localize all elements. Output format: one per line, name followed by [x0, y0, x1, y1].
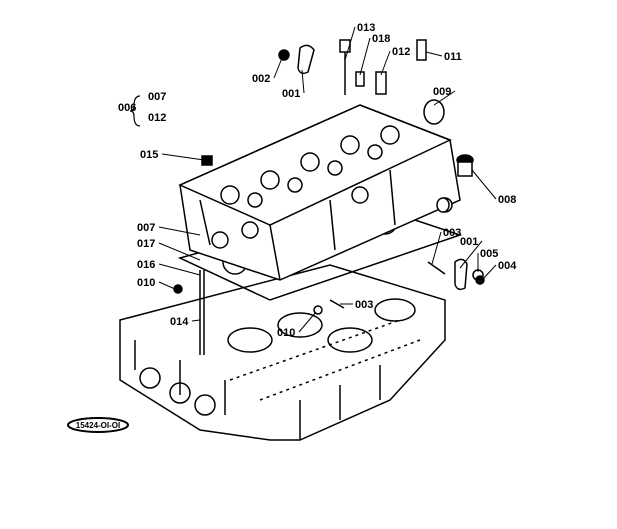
leader-line — [459, 240, 483, 269]
part-label-010: 010 — [137, 277, 155, 289]
leader-line — [481, 264, 497, 281]
part-label-013: 013 — [357, 22, 375, 34]
fastener-parts — [173, 39, 485, 355]
part-label-012: 012 — [392, 46, 410, 58]
reference-code: 15424-OI-OI — [76, 421, 120, 430]
engine-block — [119, 264, 446, 441]
part-label-008: 008 — [498, 194, 516, 206]
part-label-004: 004 — [498, 260, 517, 272]
part-label-011: 011 — [444, 51, 462, 63]
part-label-018: 018 — [372, 33, 390, 45]
leader-line — [158, 263, 201, 276]
part-label-016: 016 — [137, 259, 155, 271]
leader-line — [344, 26, 356, 61]
leader-line — [298, 311, 317, 333]
part-label-009: 009 — [433, 86, 451, 98]
leader-line — [425, 51, 443, 57]
leader-line — [191, 319, 201, 322]
leader-line — [359, 37, 371, 76]
group-brace — [129, 95, 141, 127]
leader-line — [158, 226, 201, 236]
part-label-010: 010 — [277, 327, 295, 339]
leader-line — [471, 169, 497, 200]
part-label-017: 017 — [137, 238, 155, 250]
part-label-014: 014 — [170, 316, 189, 328]
part-label-007: 007 — [137, 222, 155, 234]
part-label-002: 002 — [252, 73, 270, 85]
leader-line — [158, 242, 201, 261]
part-label-015: 015 — [140, 149, 158, 161]
reference-code-badge: 15424-OI-OI — [67, 417, 129, 433]
cylinder-head — [178, 104, 461, 281]
leader-line — [161, 153, 205, 161]
leader-line — [380, 50, 391, 76]
leader-line — [433, 90, 456, 106]
part-label-001: 001 — [282, 88, 300, 100]
part-label-001: 001 — [460, 236, 478, 248]
leader-lines — [158, 26, 497, 333]
part-label-005: 005 — [480, 248, 498, 260]
part-label-007: 007 — [148, 91, 166, 103]
leader-line — [158, 281, 176, 290]
part-label-003: 003 — [355, 299, 373, 311]
part-label-003: 003 — [443, 227, 461, 239]
leader-line — [301, 69, 305, 94]
leader-line — [431, 231, 442, 265]
part-label-012: 012 — [148, 112, 166, 124]
leader-line — [273, 57, 283, 79]
